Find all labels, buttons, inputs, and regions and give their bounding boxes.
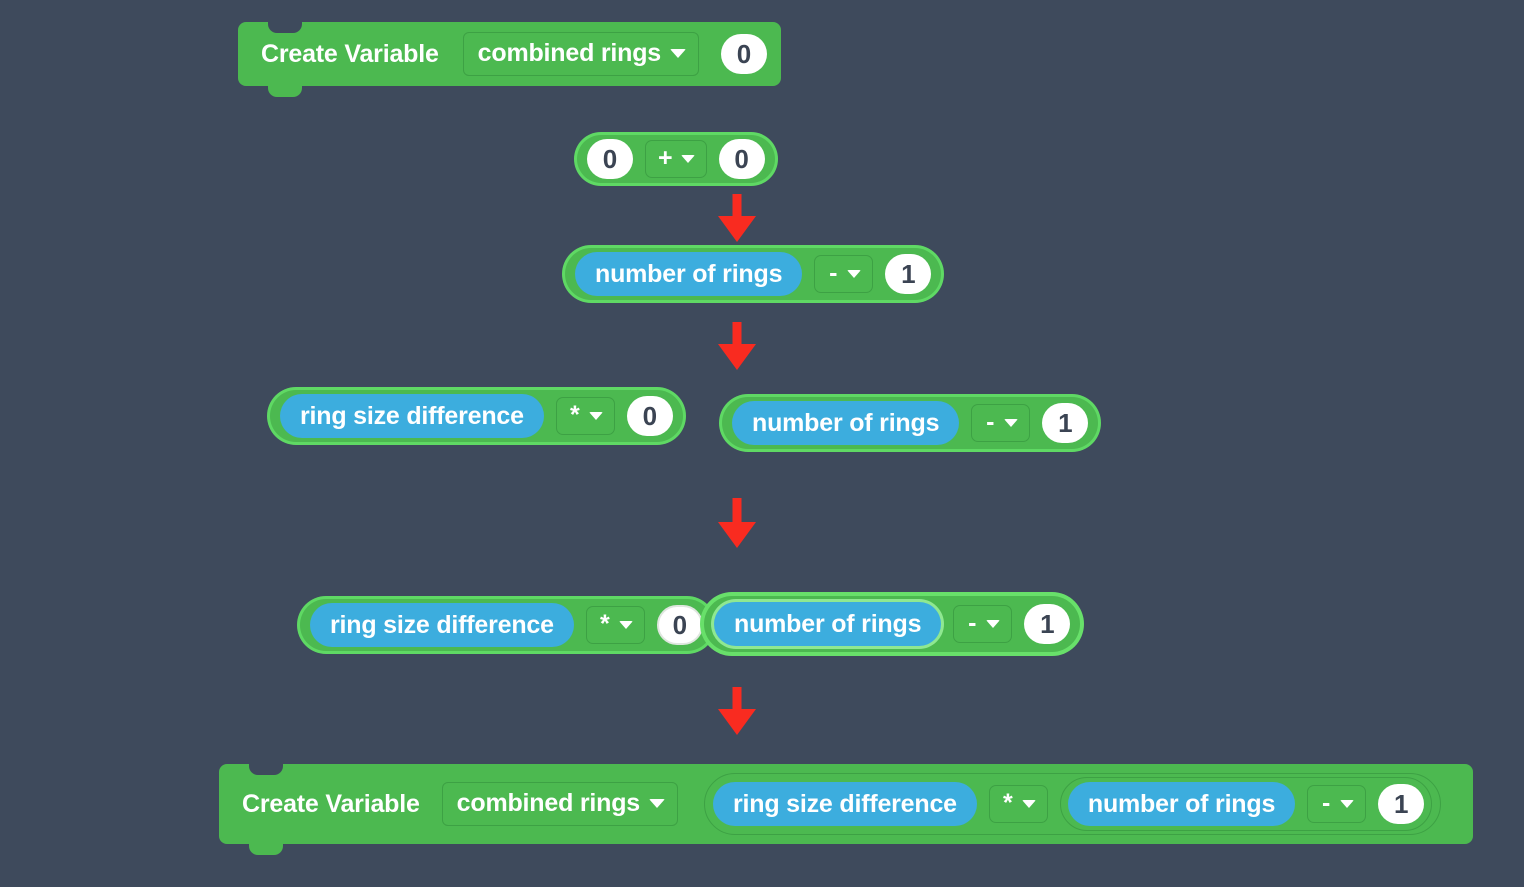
chevron-down-icon — [986, 619, 1001, 628]
block-create-variable-initial[interactable]: Create Variable combined rings 0 — [238, 22, 781, 97]
operator-symbol: * — [569, 401, 580, 429]
block-operator-ring-size-times-zero[interactable]: ring size difference * 0 — [270, 390, 683, 442]
variable-pill-number-of-rings[interactable]: number of rings — [732, 401, 960, 445]
operand-right-zero-drop-target[interactable]: 0 — [656, 605, 703, 645]
chevron-down-icon — [680, 154, 695, 163]
variable-dropdown-combined-rings[interactable]: combined rings — [441, 782, 679, 826]
operand-left-zero[interactable]: 0 — [587, 139, 633, 179]
operator-symbol: + — [658, 144, 673, 172]
variable-pill-number-of-rings[interactable]: number of rings — [575, 252, 803, 296]
operator-selector-times[interactable]: * — [555, 397, 615, 435]
chevron-down-icon — [1021, 799, 1036, 808]
chevron-down-icon — [1004, 418, 1019, 427]
arrow-down-icon-1 — [717, 194, 757, 242]
block-notch-top — [249, 764, 283, 775]
operator-symbol: - — [1322, 789, 1331, 817]
operand-right-one[interactable]: 1 — [885, 254, 932, 294]
operator-selector-times[interactable]: * — [585, 606, 645, 644]
arrow-down-icon-3 — [717, 498, 757, 548]
value-input-zero[interactable]: 0 — [721, 34, 768, 74]
block-operator-ring-size-times-zero-b[interactable]: ring size difference * 0 — [300, 599, 713, 651]
operator-selector-plus[interactable]: + — [645, 140, 707, 178]
block-notch-bottom — [249, 843, 283, 855]
operator-selector-minus[interactable]: - — [971, 404, 1031, 442]
chevron-down-icon — [618, 620, 633, 629]
operand-right-zero[interactable]: 0 — [718, 139, 765, 179]
operand-right-one[interactable]: 1 — [1378, 784, 1425, 824]
arrow-down-icon-2 — [717, 322, 757, 370]
operator-symbol: - — [968, 609, 977, 637]
operator-selector-minus[interactable]: - — [814, 255, 874, 293]
create-variable-label: Create Variable — [242, 789, 420, 818]
operator-symbol: - — [986, 408, 995, 436]
create-variable-label: Create Variable — [261, 39, 439, 68]
operator-symbol: * — [599, 610, 610, 638]
block-operator-number-of-rings-minus-one[interactable]: number of rings - 1 — [565, 248, 942, 300]
operator-symbol: - — [829, 259, 838, 287]
block-operator-dragged-number-of-rings-minus-one[interactable]: number of rings - 1 — [704, 596, 1081, 652]
block-create-variable-final[interactable]: Create Variable combined rings ring size… — [219, 764, 1473, 855]
chevron-down-icon — [847, 269, 862, 278]
arrow-down-icon-4 — [717, 687, 757, 735]
variable-pill-number-of-rings[interactable]: number of rings — [714, 602, 942, 646]
variable-pill-ring-size-difference[interactable]: ring size difference — [310, 603, 574, 647]
chevron-down-icon — [670, 49, 687, 58]
chevron-down-icon — [1340, 799, 1355, 808]
operator-selector-minus[interactable]: - — [1307, 785, 1367, 823]
block-notch-top — [268, 22, 302, 33]
block-operator-number-of-rings-minus-one-b[interactable]: number of rings - 1 — [722, 397, 1099, 449]
variable-dropdown-label: combined rings — [477, 39, 662, 67]
block-notch-bottom — [268, 85, 302, 97]
operand-right-one[interactable]: 1 — [1042, 403, 1089, 443]
operand-right-one[interactable]: 1 — [1024, 604, 1071, 644]
variable-pill-number-of-rings[interactable]: number of rings — [1067, 782, 1296, 826]
chevron-down-icon — [588, 411, 603, 420]
chevron-down-icon — [649, 799, 666, 808]
operator-selector-times[interactable]: * — [988, 785, 1048, 823]
block-operator-inner-subtract[interactable]: number of rings - 1 — [1059, 777, 1433, 831]
variable-pill-ring-size-difference[interactable]: ring size difference — [713, 782, 977, 826]
operator-selector-minus[interactable]: - — [953, 605, 1013, 643]
operator-symbol: * — [1003, 789, 1013, 817]
block-operator-outer-multiply[interactable]: ring size difference * number of rings -… — [704, 773, 1442, 835]
block-operator-addition[interactable]: 0 + 0 — [577, 135, 775, 183]
variable-dropdown-combined-rings[interactable]: combined rings — [462, 32, 700, 76]
variable-dropdown-label: combined rings — [456, 789, 641, 817]
variable-pill-ring-size-difference[interactable]: ring size difference — [280, 394, 544, 438]
operand-right-zero[interactable]: 0 — [626, 396, 673, 436]
